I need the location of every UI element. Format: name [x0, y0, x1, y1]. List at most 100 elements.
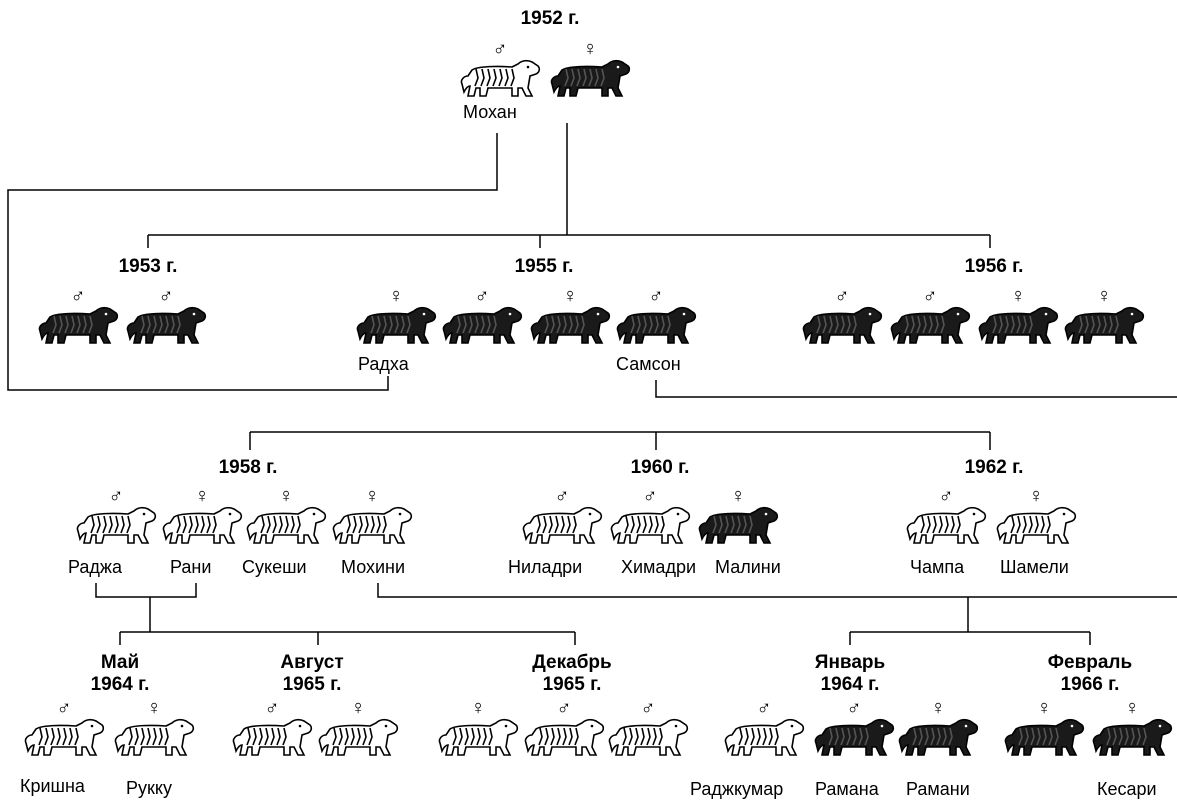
tiger-white-male: ♂	[230, 697, 314, 757]
year-label-1962: 1962 г.	[964, 457, 1024, 478]
female-symbol-icon: ♀	[364, 485, 380, 507]
name-ramani: Рамани	[906, 779, 970, 799]
female-symbol-icon: ♀	[470, 697, 486, 719]
tiger-dark-female: ♀	[1062, 285, 1146, 345]
tiger-white-female: ♀	[436, 697, 520, 757]
tiger-icon	[442, 306, 523, 344]
tiger-icon	[460, 59, 541, 97]
male-symbol-icon: ♂	[158, 285, 174, 307]
year-label-1953: 1953 г.	[118, 256, 178, 277]
tiger-white-male: ♂	[22, 697, 106, 757]
name-mohini: Мохини	[341, 557, 406, 577]
tiger-white-male: ♂	[458, 38, 542, 98]
tiger-white-male: ♂	[522, 697, 606, 757]
male-symbol-icon: ♂	[640, 697, 656, 719]
name-ramana: Рамана	[815, 779, 879, 799]
male-symbol-icon: ♂	[108, 485, 124, 507]
female-symbol-icon: ♀	[1028, 485, 1044, 507]
male-symbol-icon: ♂	[492, 38, 508, 60]
tiger-icon	[616, 306, 697, 344]
tiger-icon	[898, 718, 979, 756]
tiger-icon	[332, 506, 413, 544]
tiger-white-female: ♀	[112, 697, 196, 757]
tiger-icon	[610, 506, 691, 544]
female-symbol-icon: ♀	[1010, 285, 1026, 307]
male-symbol-icon: ♂	[648, 285, 664, 307]
female-symbol-icon: ♀	[278, 485, 294, 507]
tiger-dark-male: ♂	[812, 697, 896, 757]
female-symbol-icon: ♀	[562, 285, 578, 307]
date-label-aug-1965: Август 1965 г.	[280, 652, 344, 695]
tiger-dark-male: ♂	[124, 285, 208, 345]
female-symbol-icon: ♀	[582, 38, 598, 60]
female-symbol-icon: ♀	[146, 697, 162, 719]
date-label-dec-1965: Декабрь 1965 г.	[532, 652, 612, 695]
name-shameli: Шамели	[1000, 557, 1069, 577]
female-symbol-icon: ♀	[930, 697, 946, 719]
name-malini: Малини	[715, 557, 781, 577]
tiger-icon	[550, 59, 631, 97]
tiger-icon	[38, 306, 119, 344]
female-symbol-icon: ♀	[388, 285, 404, 307]
male-symbol-icon: ♂	[56, 697, 72, 719]
male-symbol-icon: ♂	[70, 285, 86, 307]
year-label-1960: 1960 г.	[630, 457, 690, 478]
tiger-icon	[1092, 718, 1173, 756]
female-symbol-icon: ♀	[1124, 697, 1140, 719]
tiger-white-male: ♂	[520, 485, 604, 545]
year-label-1955: 1955 г.	[514, 256, 574, 277]
name-samson: Самсон	[616, 354, 681, 374]
female-symbol-icon: ♀	[730, 485, 746, 507]
date-label-may-1964: Май 1964 г.	[90, 652, 150, 695]
tiger-dark-female: ♀	[976, 285, 1060, 345]
tiger-icon	[126, 306, 207, 344]
name-radha: Радха	[358, 354, 409, 374]
tiger-white-male: ♂	[904, 485, 988, 545]
male-symbol-icon: ♂	[938, 485, 954, 507]
male-symbol-icon: ♂	[474, 285, 490, 307]
tiger-white-male: ♂	[74, 485, 158, 545]
tiger-icon	[76, 506, 157, 544]
tiger-icon	[996, 506, 1077, 544]
date-label-jan-1964: Январь 1964 г.	[814, 652, 886, 695]
tiger-dark-male: ♂	[888, 285, 972, 345]
date-label-feb-1966: Февраль 1966 г.	[1047, 652, 1133, 695]
name-champa: Чампа	[910, 557, 965, 577]
tiger-icon	[890, 306, 971, 344]
tiger-dark-female: ♀	[548, 38, 632, 98]
tiger-white-female: ♀	[316, 697, 400, 757]
name-kesari: Кесари	[1097, 779, 1157, 799]
female-symbol-icon: ♀	[350, 697, 366, 719]
female-symbol-icon: ♀	[1036, 697, 1052, 719]
year-label-1958: 1958 г.	[218, 457, 278, 478]
male-symbol-icon: ♂	[554, 485, 570, 507]
tiger-dark-male: ♂	[614, 285, 698, 345]
tiger-dark-male: ♂	[36, 285, 120, 345]
tiger-icon	[724, 718, 805, 756]
male-symbol-icon: ♂	[846, 697, 862, 719]
year-label-1952: 1952 г.	[520, 8, 580, 29]
tiger-icon	[162, 506, 243, 544]
tiger-icon	[978, 306, 1059, 344]
tiger-icon	[906, 506, 987, 544]
tiger-dark-female: ♀	[1090, 697, 1174, 757]
tiger-white-female: ♀	[244, 485, 328, 545]
tiger-icon	[438, 718, 519, 756]
tiger-white-male: ♂	[606, 697, 690, 757]
tiger-icon	[814, 718, 895, 756]
tiger-icon	[802, 306, 883, 344]
tiger-white-male: ♂	[608, 485, 692, 545]
tiger-icon	[698, 506, 779, 544]
tiger-icon	[246, 506, 327, 544]
name-mohan: Мохан	[463, 102, 517, 122]
name-sukeshi: Сукеши	[242, 557, 307, 577]
male-symbol-icon: ♂	[834, 285, 850, 307]
tiger-dark-female: ♀	[528, 285, 612, 345]
male-symbol-icon: ♂	[264, 697, 280, 719]
tiger-icon	[1064, 306, 1145, 344]
name-krishna: Кришна	[20, 776, 85, 796]
tiger-icon	[530, 306, 611, 344]
tiger-white-female: ♀	[994, 485, 1078, 545]
